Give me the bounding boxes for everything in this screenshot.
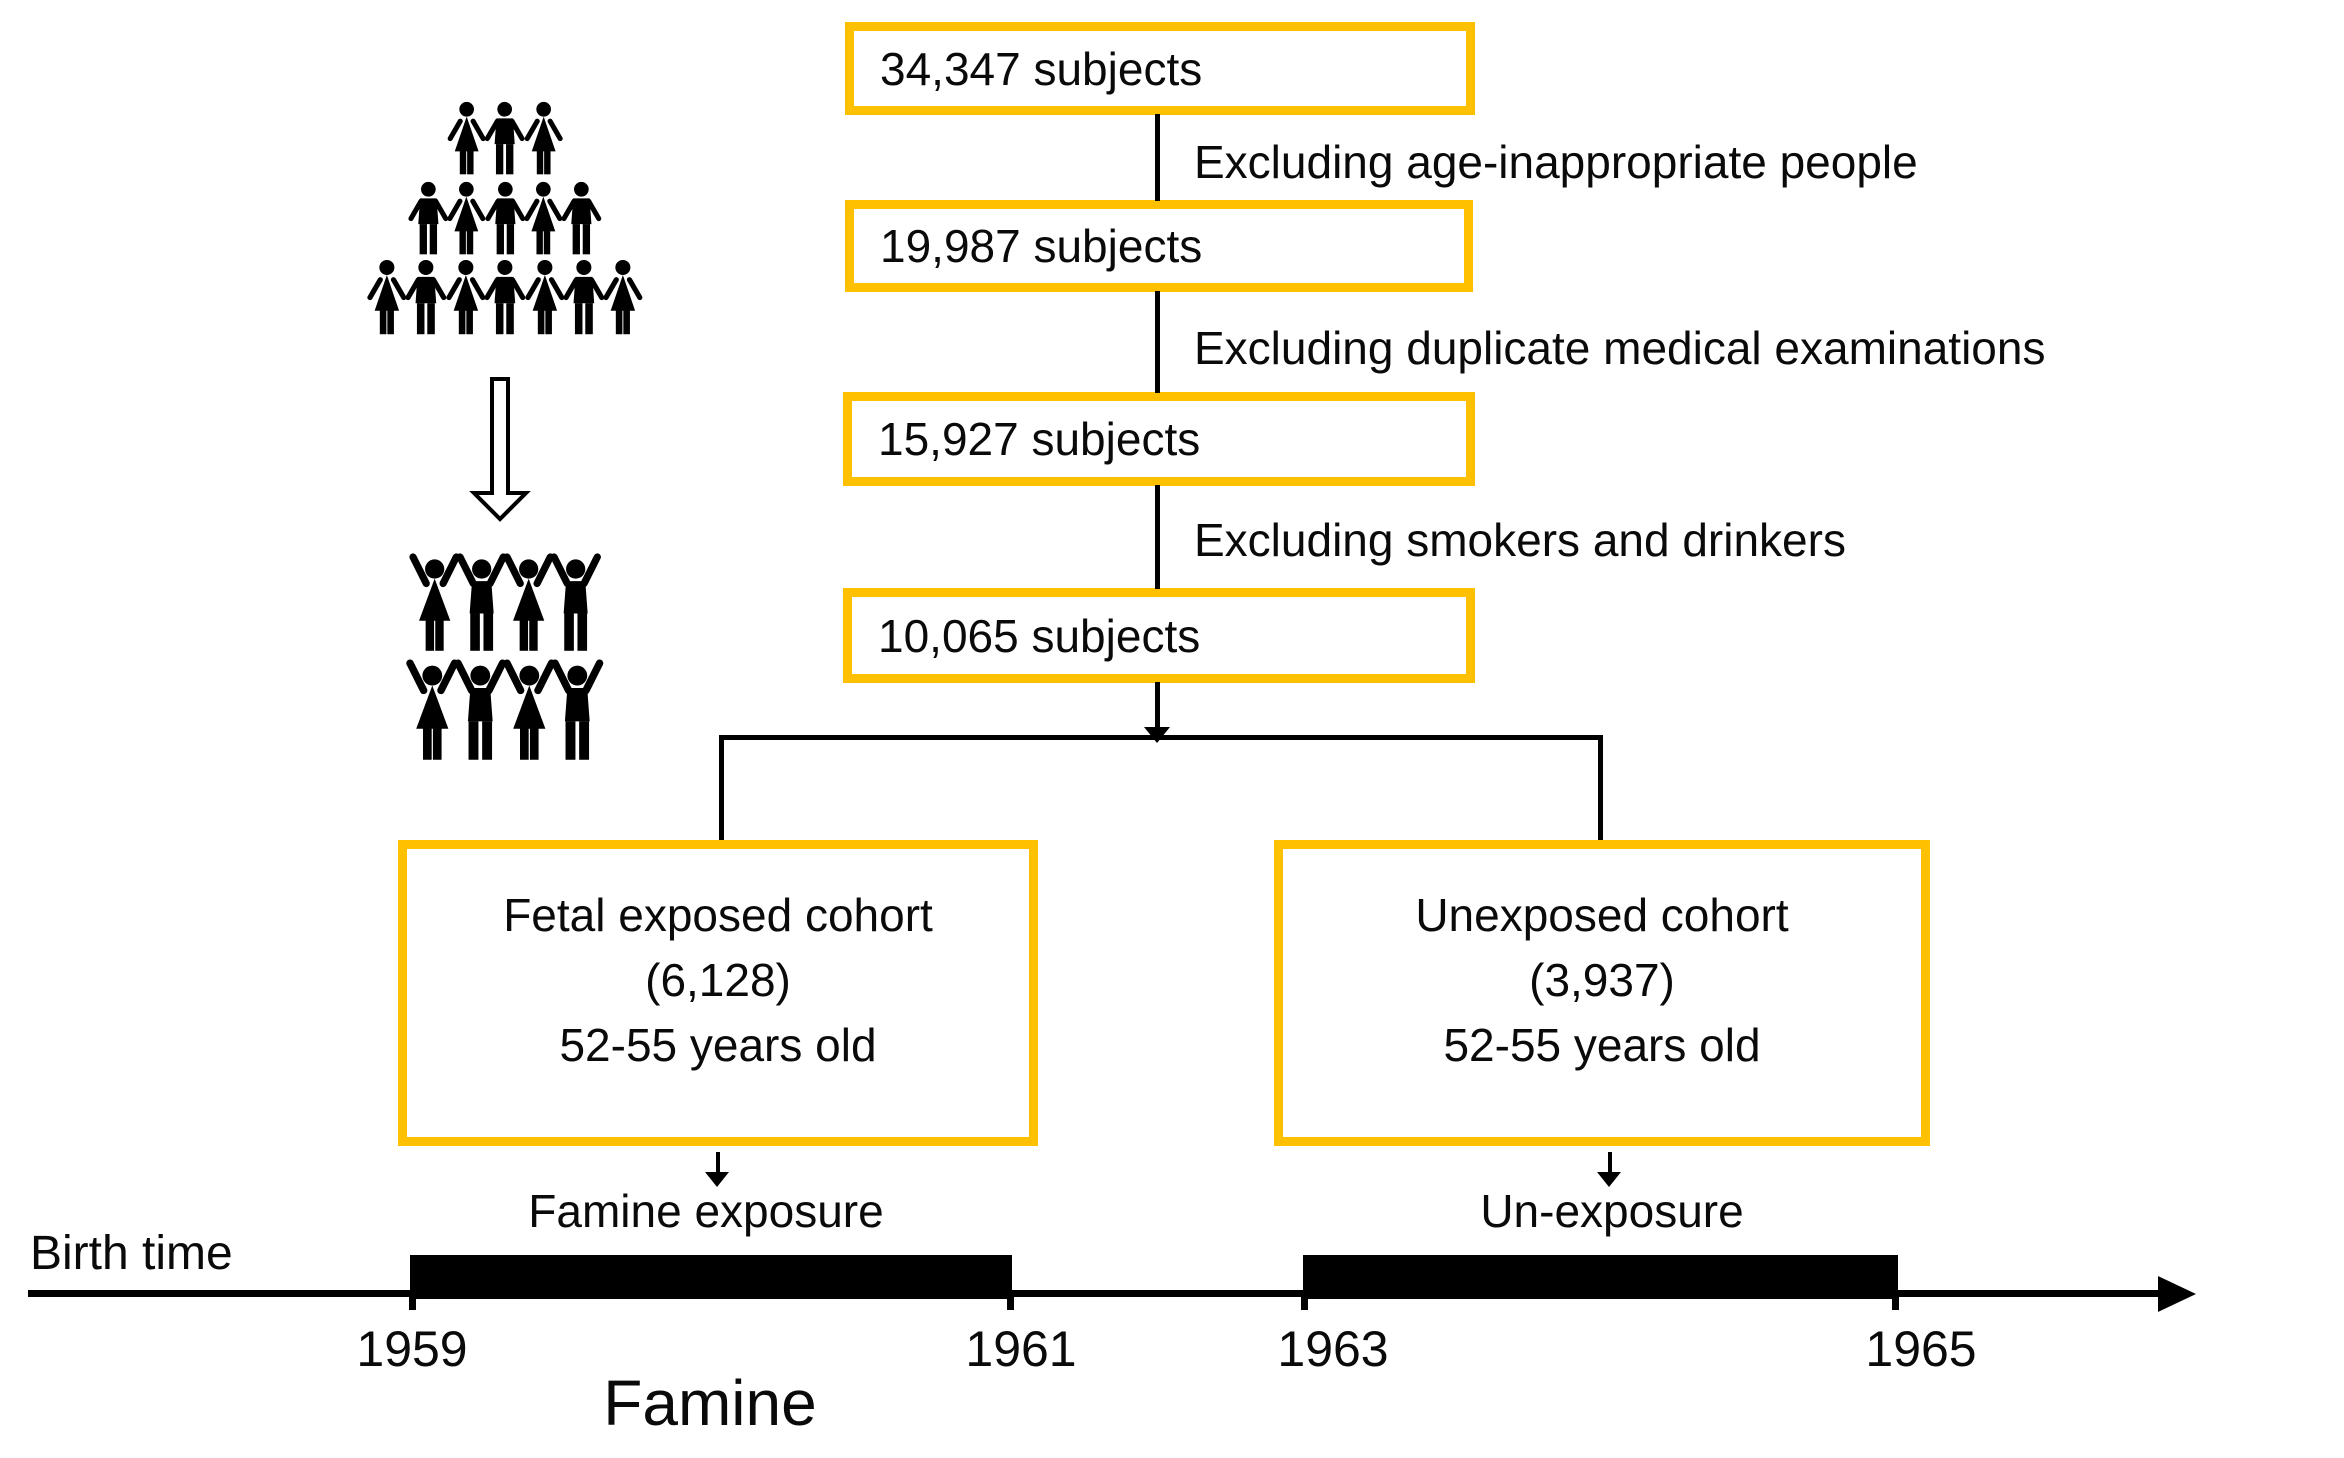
famine-caption: Famine <box>603 1367 817 1439</box>
branch-right-drop-line <box>1598 735 1603 841</box>
exposed-cohort-title: Fetal exposed cohort <box>503 889 933 941</box>
exposed-arrow-line <box>716 1152 720 1174</box>
person-woman-icon <box>366 259 407 338</box>
person-woman-up-icon <box>408 551 461 652</box>
year-label-1965: 1965 <box>1865 1321 1977 1377</box>
subjects-box-3: 15,927 subjects <box>843 392 1475 486</box>
subjects-box-1-label: 34,347 subjects <box>880 42 1203 95</box>
person-woman-icon <box>447 181 487 258</box>
subjects-box-2: 19,987 subjects <box>845 200 1473 292</box>
person-man-icon <box>408 181 448 258</box>
branch-horizontal-line <box>719 735 1603 740</box>
timeline-axis <box>28 1290 2164 1297</box>
selected-crowd-row-1 <box>411 551 599 652</box>
famine-exposure-label: Famine exposure <box>528 1185 884 1237</box>
exposed-cohort-box: Fetal exposed cohort (6,128) 52-55 years… <box>398 840 1038 1146</box>
famine-period-bar <box>410 1255 1012 1299</box>
year-label-1959: 1959 <box>356 1321 468 1377</box>
year-label-1963: 1963 <box>1277 1321 1389 1377</box>
unexposed-cohort-title: Unexposed cohort <box>1415 889 1789 941</box>
person-woman-up-icon <box>502 551 555 652</box>
branch-left-drop-line <box>719 735 724 841</box>
unexposed-cohort-count: (3,937) <box>1529 954 1675 1006</box>
exposed-arrowhead-icon <box>705 1172 729 1187</box>
person-woman-icon <box>445 259 486 338</box>
connector-line-4 <box>1155 682 1160 728</box>
unexposed-cohort-age: 52-55 years old <box>1443 1019 1761 1071</box>
down-block-arrow-icon <box>469 377 531 522</box>
subjects-box-4: 10,065 subjects <box>843 588 1475 683</box>
connector-line-2 <box>1155 291 1160 393</box>
person-man-icon <box>406 259 447 338</box>
crowd-row-1 <box>448 101 563 178</box>
exposed-cohort-count: (6,128) <box>645 954 791 1006</box>
crowd-row-3 <box>367 259 643 338</box>
person-man-icon <box>484 259 525 338</box>
person-man-up-icon <box>454 657 508 761</box>
exclusion-label-1: Excluding age-inappropriate people <box>1194 136 1918 188</box>
year-label-1961: 1961 <box>965 1321 1077 1377</box>
person-woman-icon <box>523 101 563 178</box>
person-woman-icon <box>523 181 563 258</box>
selected-crowd-row-2 <box>408 657 602 761</box>
unexposed-arrowhead-icon <box>1597 1172 1621 1187</box>
timeline-arrowhead-icon <box>2158 1276 2196 1312</box>
person-man-icon <box>485 101 525 178</box>
subjects-box-1: 34,347 subjects <box>845 22 1475 115</box>
person-woman-icon <box>447 101 487 178</box>
person-man-up-icon <box>455 551 508 652</box>
crowd-row-2 <box>409 181 601 258</box>
unexposed-arrow-line <box>1608 1152 1612 1174</box>
person-man-icon <box>561 181 601 258</box>
connector-line-3 <box>1155 485 1160 589</box>
exposed-cohort-age: 52-55 years old <box>559 1019 877 1071</box>
connector-line-1 <box>1155 114 1160 201</box>
tick-1961 <box>1007 1294 1014 1310</box>
tick-1965 <box>1892 1294 1899 1310</box>
person-woman-up-icon <box>405 657 459 761</box>
unexposed-cohort-box: Unexposed cohort (3,937) 52-55 years old <box>1274 840 1930 1146</box>
subjects-box-3-label: 15,927 subjects <box>878 413 1201 465</box>
tick-1963 <box>1301 1294 1308 1310</box>
exclusion-label-2: Excluding duplicate medical examinations <box>1194 322 2046 374</box>
person-woman-icon <box>524 259 565 338</box>
unexposed-period-bar <box>1303 1255 1898 1299</box>
un-exposure-label: Un-exposure <box>1480 1185 1744 1237</box>
person-woman-icon <box>602 259 643 338</box>
person-man-icon <box>563 259 604 338</box>
subjects-box-2-label: 19,987 subjects <box>880 220 1203 272</box>
tick-1959 <box>409 1294 416 1310</box>
birth-time-label: Birth time <box>30 1227 233 1280</box>
person-man-up-icon <box>549 551 602 652</box>
person-man-up-icon <box>550 657 604 761</box>
person-woman-up-icon <box>502 657 556 761</box>
subjects-box-4-label: 10,065 subjects <box>878 609 1201 662</box>
exclusion-label-3: Excluding smokers and drinkers <box>1194 514 1846 566</box>
person-man-icon <box>485 181 525 258</box>
